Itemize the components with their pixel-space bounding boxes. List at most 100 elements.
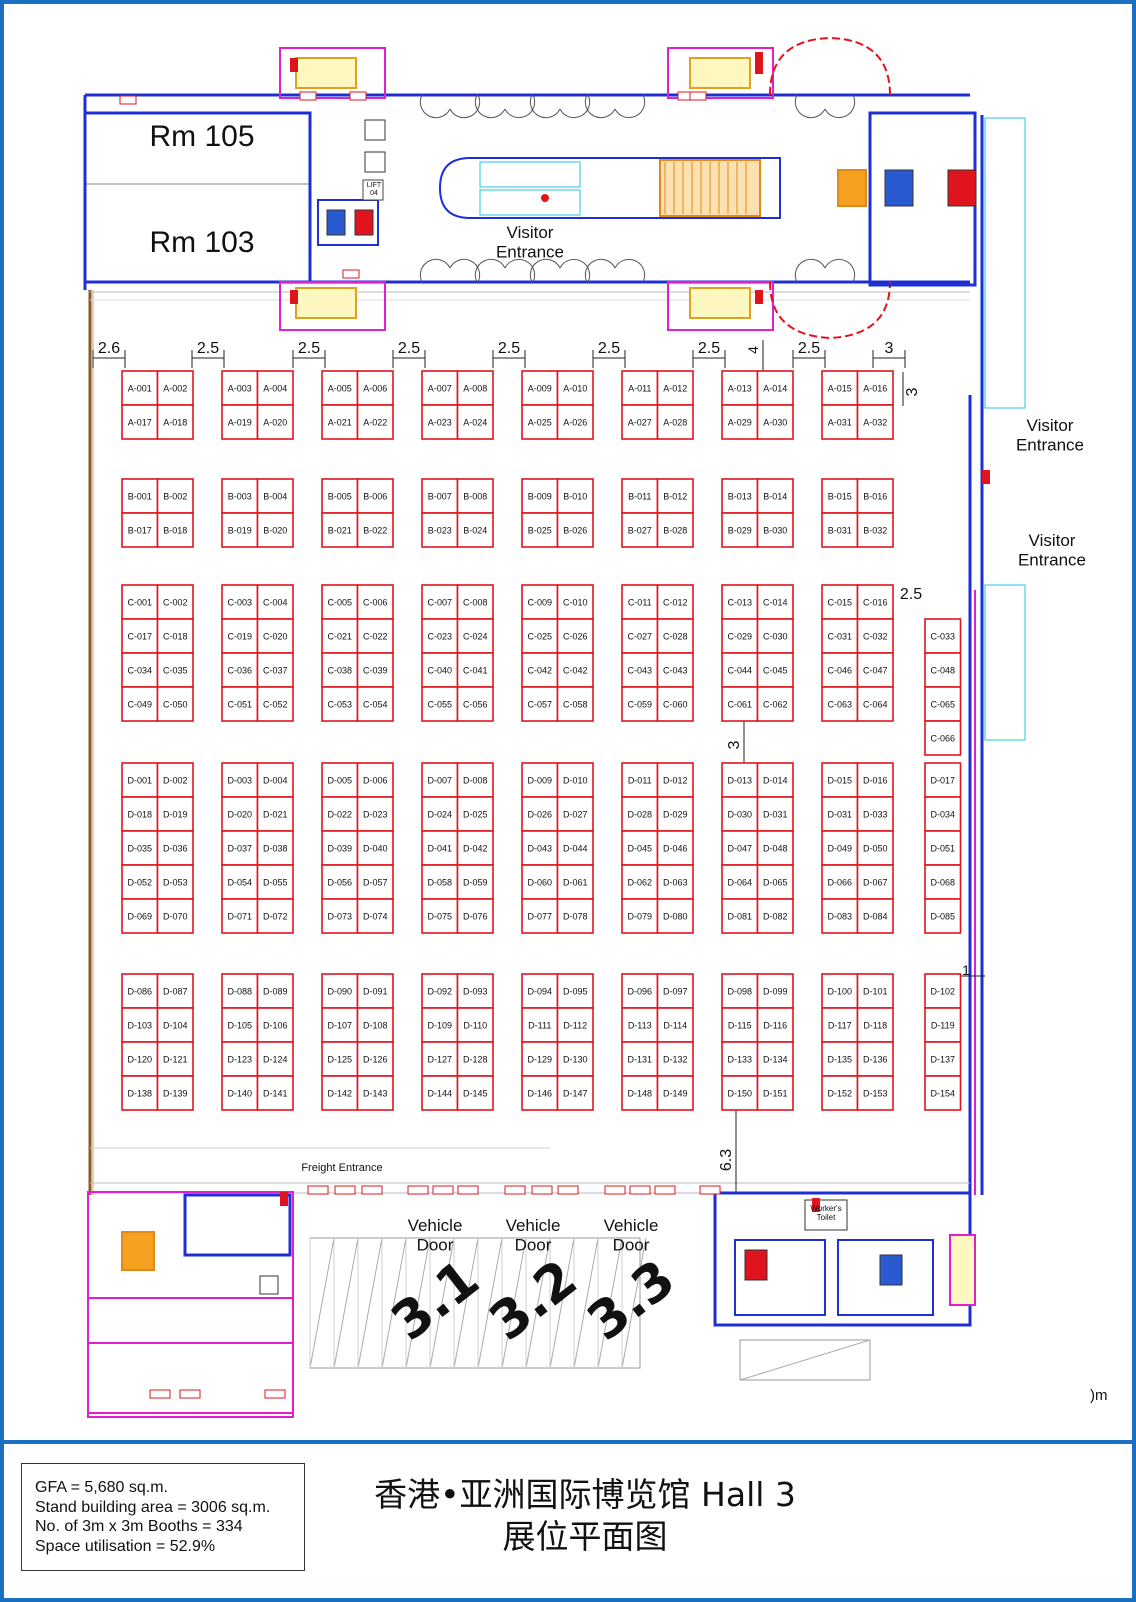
hose-reel bbox=[812, 1198, 820, 1212]
booth-label: D-065 bbox=[763, 878, 788, 888]
booth-label: D-071 bbox=[227, 912, 252, 922]
exit-sign bbox=[557, 1185, 579, 1195]
booth-label: A-028 bbox=[663, 418, 687, 428]
scale-fragment: )m bbox=[1090, 1387, 1108, 1404]
booth-label: D-030 bbox=[727, 810, 752, 820]
booth-label: D-152 bbox=[827, 1089, 852, 1099]
booth-label: D-017 bbox=[930, 776, 955, 786]
booth-label: D-051 bbox=[930, 844, 955, 854]
booth bbox=[456, 1075, 494, 1111]
booth-label: D-020 bbox=[227, 810, 252, 820]
booth bbox=[421, 796, 459, 832]
booth bbox=[221, 404, 259, 440]
booth-label: D-001 bbox=[127, 776, 152, 786]
booth bbox=[356, 1041, 394, 1077]
booth-label: C-025 bbox=[527, 632, 552, 642]
booth-label: D-062 bbox=[627, 878, 652, 888]
stair-core-sw bbox=[279, 281, 386, 331]
booth-label: A-020 bbox=[263, 418, 287, 428]
booth bbox=[556, 898, 594, 934]
booth bbox=[521, 1041, 559, 1077]
booth-label: C-044 bbox=[727, 666, 752, 676]
booth bbox=[656, 1075, 694, 1111]
booth-label: D-053 bbox=[163, 878, 188, 888]
exit-sign bbox=[699, 1185, 721, 1195]
booth-label: D-110 bbox=[463, 1021, 487, 1031]
booth bbox=[456, 512, 494, 548]
booth-label: B-020 bbox=[263, 526, 287, 536]
booth-label: D-119 bbox=[931, 1021, 955, 1031]
booth bbox=[856, 898, 894, 934]
booth-label: D-004 bbox=[263, 776, 288, 786]
corridor-door-north bbox=[529, 94, 591, 119]
booth bbox=[421, 404, 459, 440]
booth bbox=[256, 618, 294, 654]
booth bbox=[356, 652, 394, 688]
booth-label: D-046 bbox=[663, 844, 688, 854]
booth-label: D-090 bbox=[327, 987, 352, 997]
booth-right-column bbox=[924, 796, 962, 832]
dimension-label: 2.5 bbox=[398, 340, 420, 357]
booth-label: A-022 bbox=[363, 418, 387, 428]
booth-label: D-115 bbox=[728, 1021, 752, 1031]
booth-label: C-018 bbox=[163, 632, 188, 642]
booth-label: C-036 bbox=[227, 666, 252, 676]
booth bbox=[521, 618, 559, 654]
booth bbox=[256, 864, 294, 900]
booth-label: A-012 bbox=[663, 384, 687, 394]
booth bbox=[556, 404, 594, 440]
hose-reel bbox=[755, 52, 763, 66]
booth-label: B-008 bbox=[463, 492, 487, 502]
booth-label: D-093 bbox=[463, 987, 488, 997]
booth-label: D-128 bbox=[463, 1055, 488, 1065]
dimension-label: 2.5 bbox=[298, 340, 320, 357]
booth bbox=[321, 898, 359, 934]
booth bbox=[656, 864, 694, 900]
toilet-male-icon-nw bbox=[326, 209, 346, 236]
booth bbox=[321, 1075, 359, 1111]
accessible-icon-1 bbox=[364, 119, 386, 141]
booth-label: C-010 bbox=[563, 598, 588, 608]
booth-label: B-030 bbox=[763, 526, 787, 536]
booth bbox=[721, 686, 759, 722]
booth bbox=[521, 898, 559, 934]
booth-label: C-052 bbox=[263, 700, 288, 710]
booth bbox=[556, 618, 594, 654]
corridor-door-north bbox=[584, 94, 646, 119]
booth bbox=[856, 973, 894, 1009]
booth bbox=[321, 584, 359, 620]
bay-hatch bbox=[309, 1237, 335, 1369]
booth bbox=[721, 584, 759, 620]
booth-label: C-045 bbox=[763, 666, 788, 676]
plan-title: 香港•亚洲国际博览馆 Hall 3 展位平面图 bbox=[330, 1474, 840, 1558]
booth-label: A-016 bbox=[863, 384, 887, 394]
booth bbox=[821, 762, 859, 798]
booth-label: C-024 bbox=[463, 632, 488, 642]
booth-label: D-024 bbox=[427, 810, 452, 820]
booth-label: D-102 bbox=[930, 987, 955, 997]
booth-label: D-027 bbox=[563, 810, 588, 820]
booth-label: D-015 bbox=[827, 776, 852, 786]
booth bbox=[656, 512, 694, 548]
booth-label: C-015 bbox=[827, 598, 852, 608]
booth-label: A-011 bbox=[628, 384, 651, 394]
booth-label: D-113 bbox=[628, 1021, 652, 1031]
booth-label: D-068 bbox=[930, 878, 955, 888]
corridor-door-north bbox=[419, 94, 481, 119]
booth-label: C-019 bbox=[227, 632, 252, 642]
booth-label: D-129 bbox=[527, 1055, 552, 1065]
booth bbox=[156, 652, 194, 688]
booth bbox=[321, 830, 359, 866]
booth bbox=[421, 1007, 459, 1043]
booth bbox=[656, 618, 694, 654]
booth-label: D-018 bbox=[127, 810, 152, 820]
booth bbox=[421, 686, 459, 722]
booth-label: C-046 bbox=[827, 666, 852, 676]
booth-label: D-040 bbox=[363, 844, 388, 854]
booth bbox=[821, 830, 859, 866]
booth-label: D-072 bbox=[263, 912, 288, 922]
booth-label: C-048 bbox=[930, 666, 955, 676]
booth bbox=[856, 1041, 894, 1077]
accessible-icon-2 bbox=[364, 151, 386, 173]
